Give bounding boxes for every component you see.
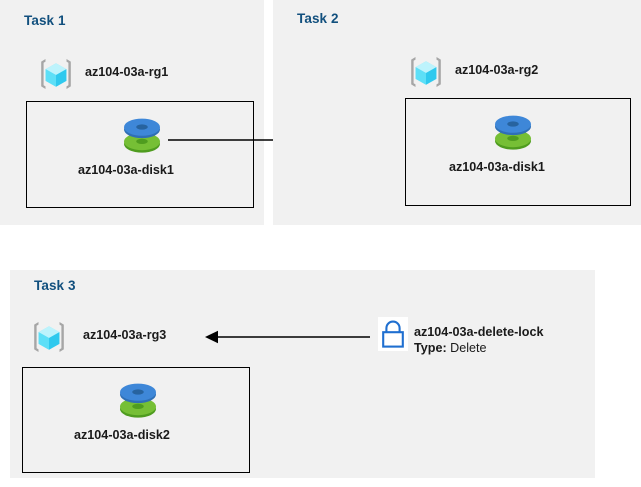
lock-type-value: Delete <box>450 341 487 355</box>
task-3-title: Task 3 <box>34 278 76 293</box>
task-2-title: Task 2 <box>297 11 339 26</box>
disk-1-label: az104-03a-disk1 <box>78 163 174 177</box>
task-2-panel <box>273 0 641 225</box>
resource-group-cube-icon <box>36 54 76 94</box>
managed-disk-icon <box>118 113 166 159</box>
disk-2-label: az104-03a-disk1 <box>449 160 545 174</box>
resource-group-3-label: az104-03a-rg3 <box>83 328 167 342</box>
disk-3-label: az104-03a-disk2 <box>74 428 170 442</box>
delete-lock-type-label: Type: Delete <box>414 341 487 355</box>
managed-disk-icon <box>489 110 537 156</box>
resource-group-cube-icon <box>29 317 69 357</box>
resource-group-1-box <box>26 101 254 208</box>
managed-disk-icon <box>114 378 162 424</box>
task-1-panel <box>0 0 264 225</box>
padlock-icon <box>378 317 408 351</box>
task-1-title: Task 1 <box>24 13 66 28</box>
task-3-panel <box>10 270 595 478</box>
lock-type-key: Type: <box>414 341 447 355</box>
delete-lock-name-label: az104-03a-delete-lock <box>414 325 544 339</box>
resource-group-1-label: az104-03a-rg1 <box>85 65 169 79</box>
resource-group-2-box <box>405 98 631 206</box>
resource-group-cube-icon <box>406 52 446 92</box>
delete-lock-arrow <box>205 326 370 348</box>
resource-group-2-label: az104-03a-rg2 <box>455 63 539 77</box>
resource-group-3-box <box>22 367 250 473</box>
